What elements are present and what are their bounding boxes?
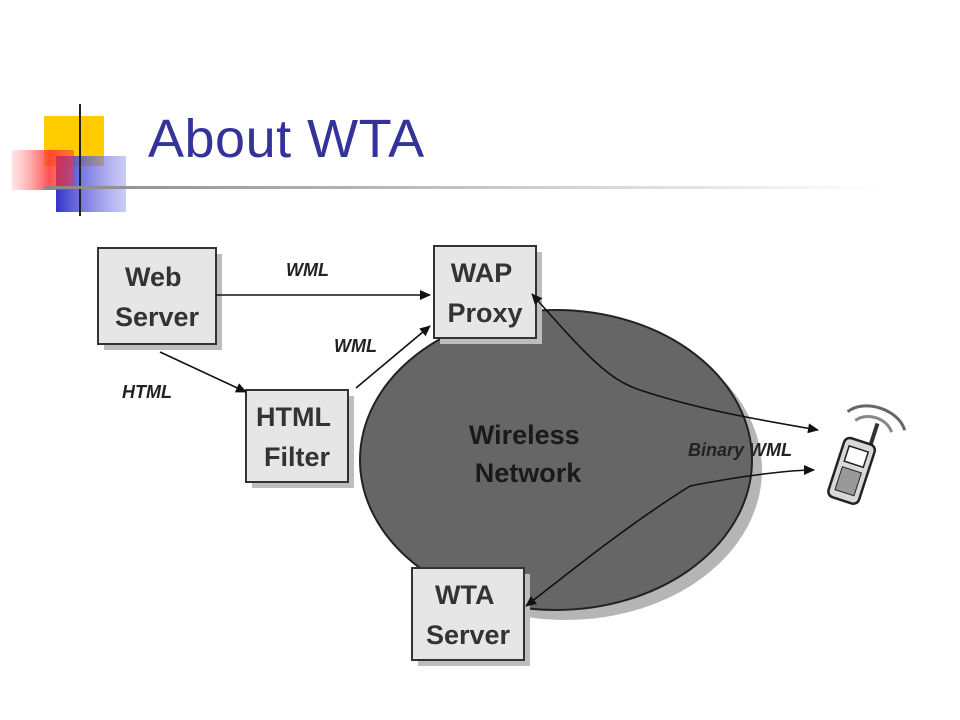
edge-filter-to-wap <box>355 325 431 389</box>
wap-proxy-line1: WAP <box>451 258 512 288</box>
phone-antenna <box>867 422 880 449</box>
wireless-network-line1: Wireless <box>469 420 580 450</box>
web-server-line1: Web <box>125 262 182 292</box>
wta-server-box <box>411 567 525 661</box>
web-server-label: Web Server <box>115 262 200 332</box>
edge-label-filter-to-wap: WML <box>334 336 377 356</box>
web-server-box <box>97 247 217 345</box>
page-title: About WTA <box>148 109 425 169</box>
html-filter-label: HTML Filter <box>256 402 338 472</box>
wap-proxy-box <box>433 245 537 339</box>
phone-keypad <box>834 466 863 497</box>
edge-label-binary-wml: Binary WML <box>688 440 792 460</box>
wta-server-line1: WTA <box>435 580 494 610</box>
html-filter-box <box>245 389 349 483</box>
mobile-phone-icon <box>827 404 907 505</box>
signal-wave-outer <box>846 404 907 431</box>
edge-web-to-filter <box>159 351 247 393</box>
html-filter-line1: HTML <box>256 402 331 432</box>
edge-label-web-to-filter: HTML <box>122 382 172 402</box>
title-underline <box>44 186 884 189</box>
signal-wave-inner <box>854 415 893 433</box>
edge-wap-to-phone <box>531 293 819 434</box>
phone-screen <box>843 444 870 469</box>
title-decoration <box>12 104 884 216</box>
wireless-network-line2: Network <box>475 458 583 488</box>
red-square <box>12 150 74 190</box>
wap-proxy-label: WAP Proxy <box>447 258 522 328</box>
edge-wta-to-phone <box>525 465 815 607</box>
html-filter-line2: Filter <box>264 442 331 472</box>
edge-label-web-to-wap: WML <box>286 260 329 280</box>
wap-proxy-line2: Proxy <box>447 298 522 328</box>
wta-server-line2: Server <box>426 620 511 650</box>
wta-server-label: WTA Server <box>426 580 511 650</box>
web-server-line2: Server <box>115 302 200 332</box>
